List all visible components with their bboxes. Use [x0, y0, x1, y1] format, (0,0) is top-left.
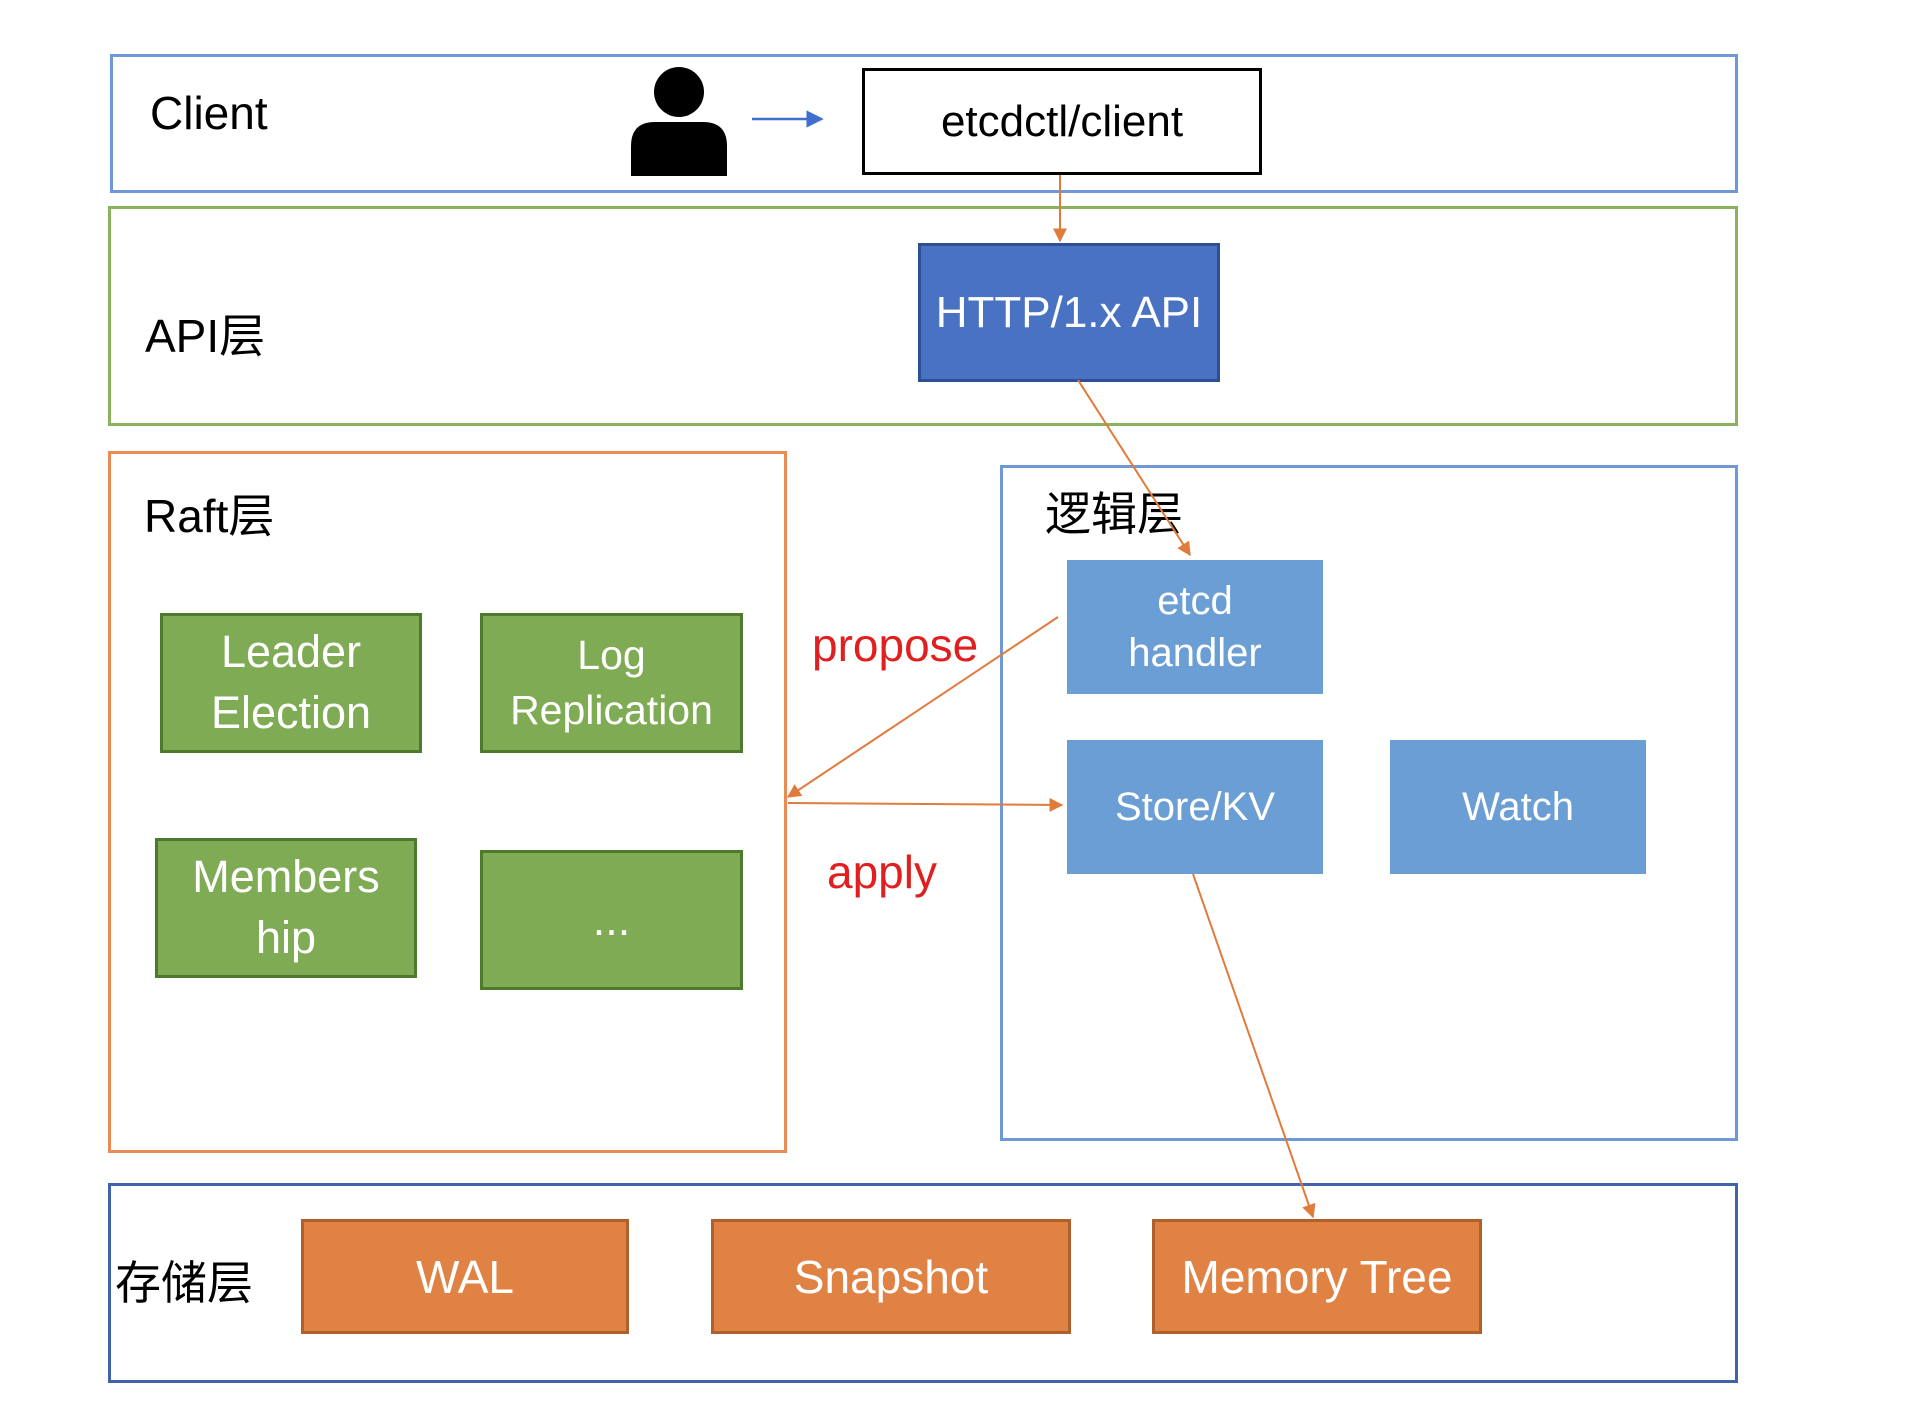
etcdctl-client-box: etcdctl/client — [862, 68, 1262, 175]
leader-election-box: Leader Election — [160, 613, 422, 753]
log-replication-box: Log Replication — [480, 613, 743, 753]
apply-label: apply — [827, 846, 937, 898]
client-layer-label: Client — [150, 87, 268, 139]
watch-box: Watch — [1390, 740, 1646, 874]
memory-tree-box: Memory Tree — [1152, 1219, 1482, 1334]
raft-layer-label: Raft层 — [144, 490, 275, 542]
wal-box: WAL — [301, 1219, 629, 1334]
store-kv-box: Store/KV — [1067, 740, 1323, 874]
storage-layer-label: 存储层 — [115, 1257, 253, 1309]
snapshot-box: Snapshot — [711, 1219, 1071, 1334]
propose-label: propose — [812, 619, 979, 671]
etcd-handler-box: etcd handler — [1067, 560, 1323, 694]
membership-box: Members hip — [155, 838, 417, 978]
ellipsis-box: ... — [480, 850, 743, 990]
raft-layer — [108, 451, 787, 1153]
api-layer-label: API层 — [145, 310, 266, 362]
logic-layer-label: 逻辑层 — [1045, 488, 1183, 540]
user-icon — [631, 67, 727, 176]
http-api-box: HTTP/1.x API — [918, 243, 1220, 382]
